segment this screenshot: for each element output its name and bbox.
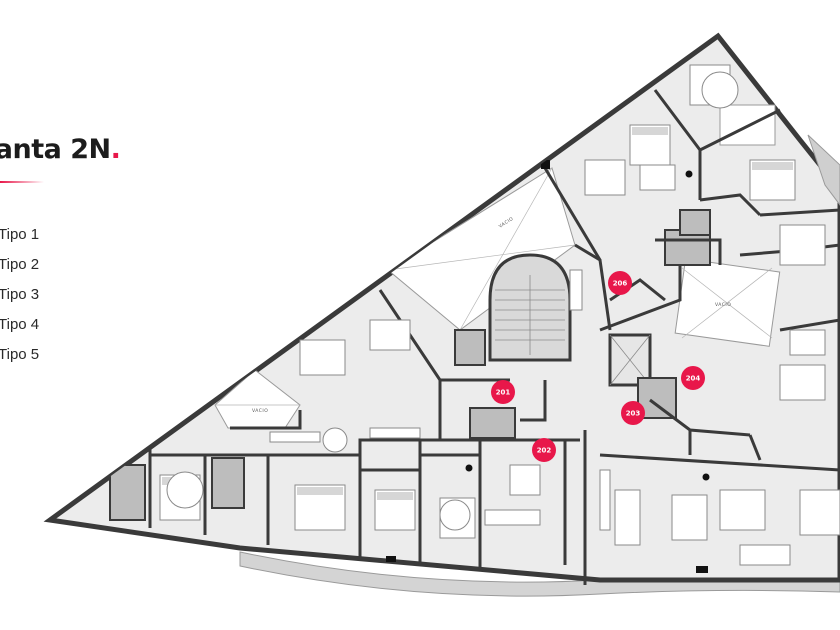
unit-marker-206[interactable]: 206 [608,271,632,295]
void-label-west: VACIO [252,408,268,414]
balcony-east [807,134,840,206]
unit-label-206: 206 [613,280,628,288]
balcony-strip [239,551,840,597]
unit-label-201: 201 [496,389,511,397]
unit-label-202: 202 [537,447,552,455]
page-title-text: lanta 2N [0,134,111,165]
unit-label-204: 204 [686,375,701,383]
unit-label-203: 203 [626,410,641,418]
structural-columns [386,160,710,573]
legend-item-tipo-5[interactable]: Tipo 5 [0,346,40,363]
legend-item-tipo-1[interactable]: Tipo 1 [0,226,40,243]
stair-treads [495,275,565,355]
void-label-east: VACIO [715,302,731,308]
unit-marker-203[interactable]: 203 [621,401,645,425]
void-cross-lines [215,167,773,406]
interior-walls [148,89,840,585]
unit-marker-202[interactable]: 202 [532,438,556,462]
unit-marker-204[interactable]: 204 [681,366,705,390]
title-underline [0,181,44,183]
unit-type-legend: Tipo 1 Tipo 2 Tipo 3 Tipo 4 Tipo 5 [0,224,39,374]
legend-item-tipo-4[interactable]: Tipo 4 [0,316,40,333]
legend-item-tipo-2[interactable]: Tipo 2 [0,256,40,273]
unit-marker-201[interactable]: 201 [491,380,515,404]
kitchen-counters [269,269,611,531]
bathroom-blocks [109,209,711,521]
page-title: lanta 2N. [0,134,121,165]
page-title-dot: . [110,134,121,165]
furniture-living [166,71,840,566]
legend-item-tipo-3[interactable]: Tipo 3 [0,286,40,303]
